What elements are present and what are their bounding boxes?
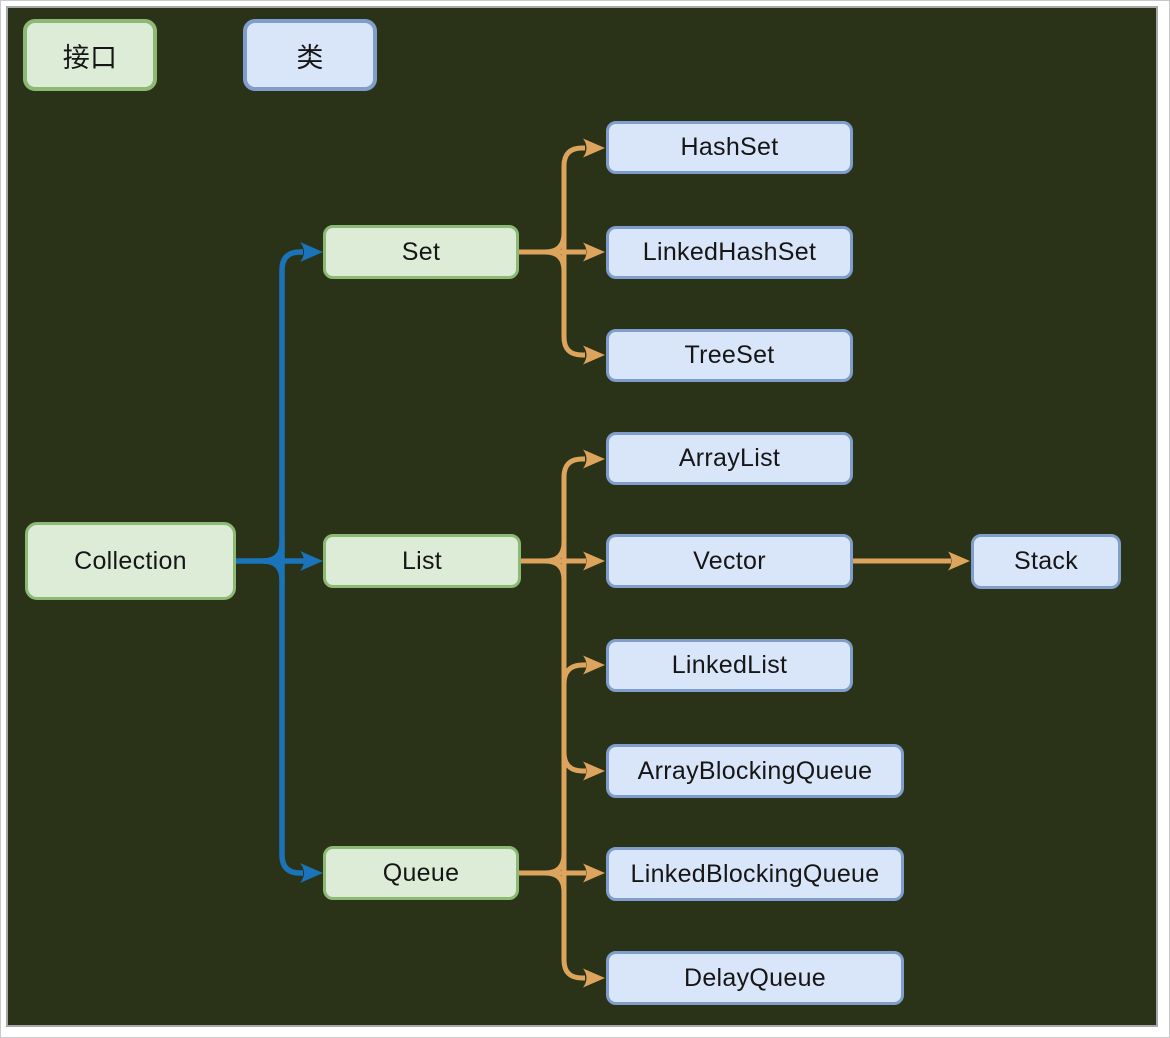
node-label: DelayQueue [684, 963, 826, 992]
node-arraylist: ArrayList [606, 432, 853, 485]
node-collection: Collection [25, 522, 236, 600]
legend-class: 类 [243, 19, 377, 91]
node-stack: Stack [971, 534, 1121, 589]
node-label: LinkedHashSet [642, 238, 817, 266]
node-label: ArrayList [678, 444, 781, 472]
node-label: LinkedList [671, 651, 788, 679]
legend-interface: 接口 [23, 19, 157, 91]
node-hashset: HashSet [606, 121, 853, 174]
diagram-frame [6, 6, 1158, 1027]
node-label: List [401, 546, 443, 575]
node-queue: Queue [323, 846, 519, 900]
node-label: Collection [74, 546, 187, 575]
node-set: Set [323, 225, 519, 279]
node-list: List [323, 534, 521, 588]
node-linkedblockingqueue: LinkedBlockingQueue [606, 847, 904, 901]
legend-interface-label: 接口 [62, 42, 118, 73]
node-linkedlist: LinkedList [606, 639, 853, 692]
node-label: LinkedBlockingQueue [630, 859, 880, 888]
node-vector: Vector [606, 534, 853, 588]
node-label: Stack [1013, 547, 1079, 575]
node-treeset: TreeSet [606, 329, 853, 382]
legend-class-label: 类 [296, 42, 324, 73]
node-label: HashSet [680, 133, 779, 161]
node-delayqueue: DelayQueue [606, 951, 904, 1005]
node-label: Set [401, 237, 441, 266]
node-label: Queue [382, 858, 460, 887]
node-arrayblockingqueue: ArrayBlockingQueue [606, 744, 904, 798]
node-linkedhashset: LinkedHashSet [606, 226, 853, 279]
node-label: Vector [693, 546, 766, 575]
node-label: ArrayBlockingQueue [637, 756, 873, 785]
node-label: TreeSet [684, 341, 775, 369]
